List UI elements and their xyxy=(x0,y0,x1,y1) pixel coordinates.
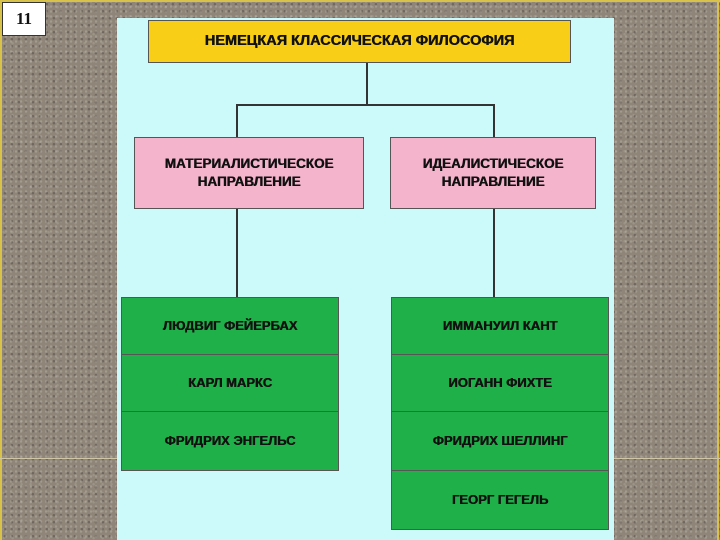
philosopher-box: КАРЛ МАРКС xyxy=(121,354,339,412)
connector-left-drop xyxy=(236,104,238,137)
materialist-direction-box: МАТЕРИАЛИСТИЧЕСКОЕ НАПРАВЛЕНИЕ xyxy=(134,137,364,209)
philosopher-box: ФРИДРИХ ЭНГЕЛЬС xyxy=(121,411,339,471)
frame-left-line xyxy=(0,0,2,540)
philosopher-box: ГЕОРГ ГЕГЕЛЬ xyxy=(391,470,609,530)
philosopher-box: ЛЮДВИГ ФЕЙЕРБАХ xyxy=(121,297,339,355)
philosopher-box: ФРИДРИХ ШЕЛЛИНГ xyxy=(391,411,609,471)
frame-right-line xyxy=(717,0,719,540)
diagram-title: НЕМЕЦКАЯ КЛАССИЧЕСКАЯ ФИЛОСОФИЯ xyxy=(148,20,571,63)
frame-top-line xyxy=(0,0,720,2)
connector-left-down xyxy=(236,208,238,298)
slide-number: 11 xyxy=(2,2,46,36)
philosopher-box: ИММАНУИЛ КАНТ xyxy=(391,297,609,355)
philosopher-box: ИОГАНН ФИХТЕ xyxy=(391,354,609,412)
connector-title-stem xyxy=(366,63,368,105)
connector-horizontal xyxy=(236,104,494,106)
idealist-direction-box: ИДЕАЛИСТИЧЕСКОЕ НАПРАВЛЕНИЕ xyxy=(390,137,596,209)
connector-right-down xyxy=(493,208,495,298)
connector-right-drop xyxy=(493,104,495,137)
